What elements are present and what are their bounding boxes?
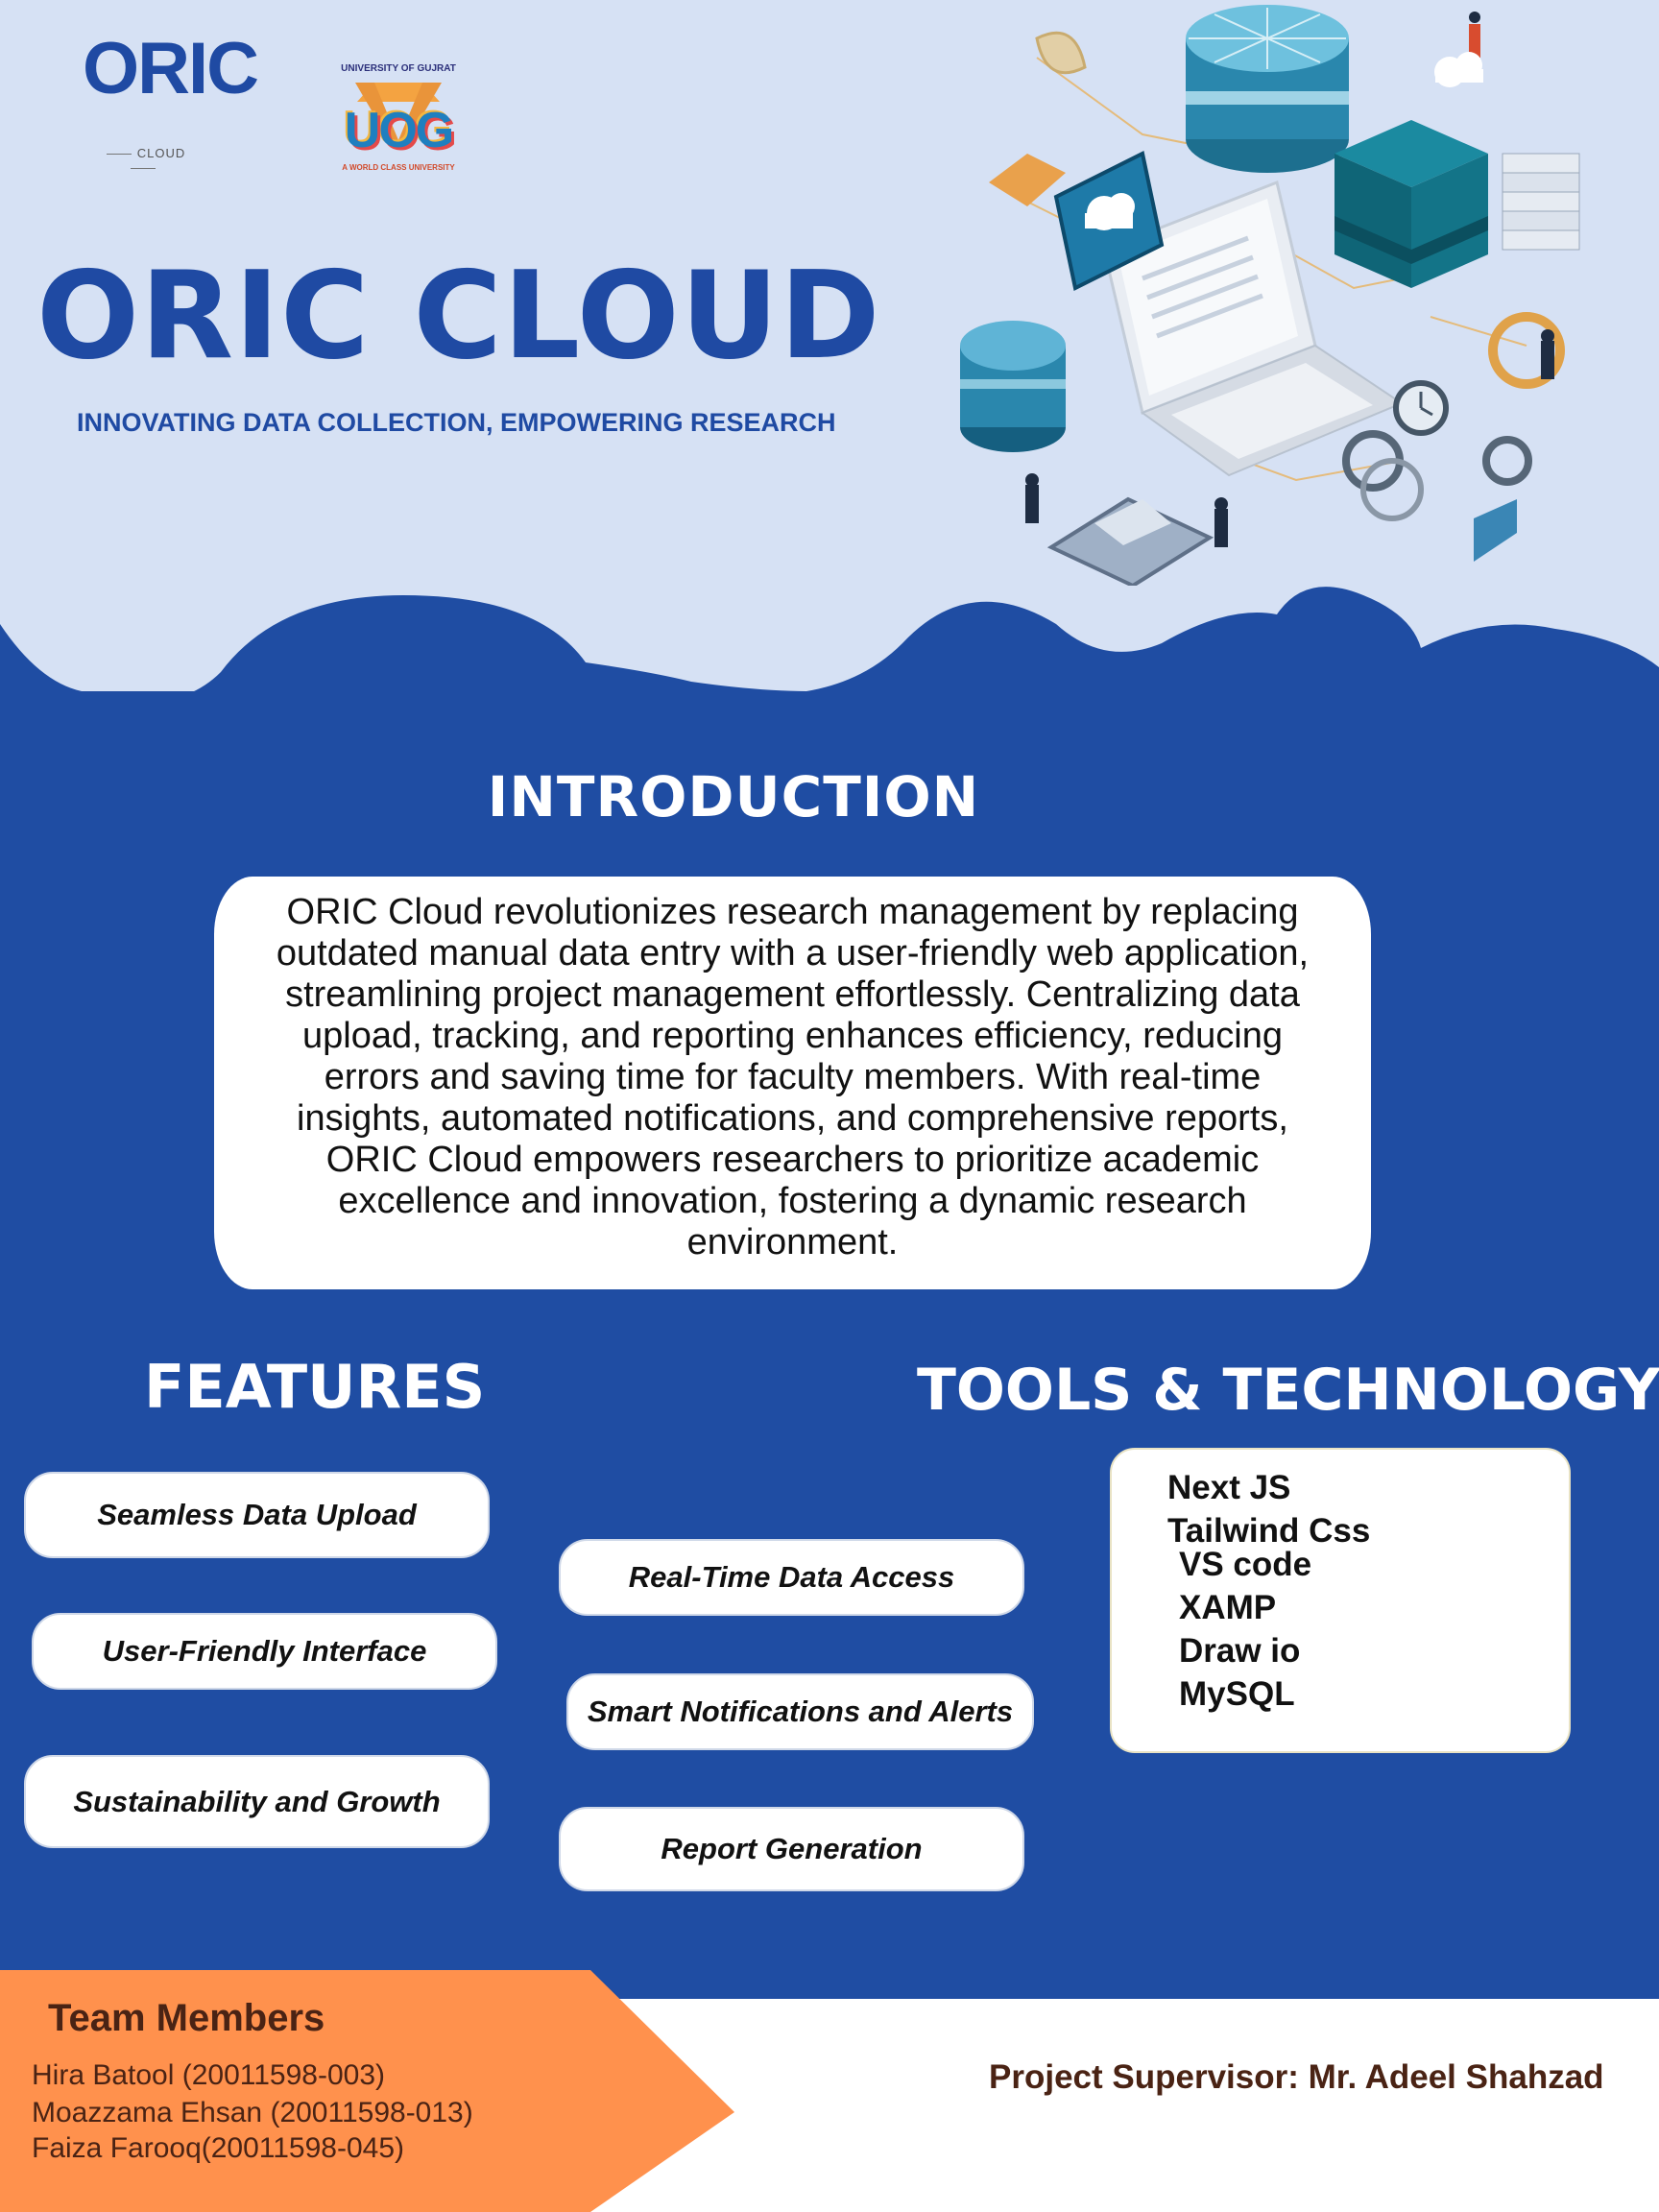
tools-box: Next JS Tailwind Css VS code XAMP Draw i… bbox=[1110, 1448, 1571, 1753]
monitor-cloud-icon bbox=[1053, 151, 1165, 291]
satellite-dish-icon bbox=[1035, 31, 1087, 75]
team-banner-shape bbox=[0, 1970, 734, 2212]
uog-logo-top: UNIVERSITY OF GUJRAT bbox=[341, 63, 456, 74]
gear-icon bbox=[1342, 312, 1565, 521]
tablet-icon bbox=[1046, 496, 1214, 586]
introduction-line: errors and saving time for faculty membe… bbox=[324, 1057, 1262, 1097]
feature-pill: Sustainability and Growth bbox=[24, 1755, 490, 1848]
team-members-title: Team Members bbox=[48, 1997, 325, 2039]
oric-logo: ORIC CLOUD bbox=[83, 33, 259, 167]
team-member: Hira Batool (20011598-003) bbox=[32, 2059, 386, 2091]
introduction-line: ORIC Cloud revolutionizes research manag… bbox=[286, 892, 1299, 932]
introduction-title: INTRODUCTION bbox=[487, 764, 980, 830]
uog-logo: UNIVERSITY OF GUJRAT UOG A WORLD CLASS U… bbox=[317, 63, 480, 177]
introduction-line: streamlining project management effortle… bbox=[285, 974, 1300, 1015]
people-figures-icon bbox=[1025, 12, 1554, 547]
storage-cylinder-icon bbox=[960, 321, 1066, 452]
oric-logo-mark: ORIC bbox=[83, 28, 259, 109]
feature-pill: Report Generation bbox=[559, 1807, 1024, 1891]
laptop-icon bbox=[1102, 180, 1405, 477]
introduction-line: insights, automated notifications, and c… bbox=[297, 1098, 1288, 1139]
folder-icon bbox=[989, 154, 1066, 206]
features-title: FEATURES bbox=[144, 1352, 486, 1422]
cloud-icon bbox=[1434, 52, 1483, 87]
team-member: Moazzama Ehsan (20011598-013) bbox=[32, 2097, 473, 2128]
oric-logo-sub: CLOUD bbox=[90, 146, 196, 175]
project-supervisor: Project Supervisor: Mr. Adeel Shahzad bbox=[989, 2058, 1604, 2096]
glass-panel-icon bbox=[1474, 499, 1517, 562]
feature-pill: Seamless Data Upload bbox=[24, 1472, 490, 1558]
main-title: ORIC CLOUD bbox=[36, 245, 881, 386]
introduction-box: ORIC Cloud revolutionizes research manag… bbox=[214, 877, 1371, 1289]
tool-item: VS code bbox=[1179, 1546, 1312, 1583]
database-cylinder-icon bbox=[1186, 5, 1349, 173]
introduction-line: excellence and innovation, fostering a d… bbox=[338, 1181, 1247, 1221]
uog-logo-letters: UOG bbox=[344, 103, 454, 158]
tool-item: Tailwind Css bbox=[1167, 1512, 1371, 1550]
feature-pill: Real-Time Data Access bbox=[559, 1539, 1024, 1616]
tool-item: MySQL bbox=[1179, 1675, 1295, 1713]
tools-title: TOOLS & TECHNOLOGY bbox=[917, 1357, 1659, 1424]
cloud-data-illustration bbox=[960, 5, 1580, 586]
introduction-line: environment. bbox=[686, 1222, 899, 1262]
uog-logo-emblem bbox=[355, 83, 442, 140]
team-member: Faiza Farooq(20011598-045) bbox=[32, 2132, 405, 2164]
feature-pill: User-Friendly Interface bbox=[32, 1613, 497, 1690]
documents-icon bbox=[1502, 153, 1580, 251]
feature-pill: Smart Notifications and Alerts bbox=[566, 1673, 1034, 1750]
tool-item: Draw io bbox=[1179, 1632, 1301, 1670]
tagline: INNOVATING DATA COLLECTION, EMPOWERING R… bbox=[77, 408, 836, 437]
introduction-line: ORIC Cloud empowers researchers to prior… bbox=[325, 1140, 1260, 1180]
clock-icon bbox=[1393, 380, 1449, 436]
tool-item: Next JS bbox=[1167, 1469, 1291, 1506]
server-cube-icon bbox=[1334, 120, 1488, 288]
uog-logo-bottom: A WORLD CLASS UNIVERSITY bbox=[342, 163, 455, 172]
introduction-line: upload, tracking, and reporting enhances… bbox=[301, 1016, 1284, 1056]
introduction-line: outdated manual data entry with a user-f… bbox=[276, 933, 1310, 974]
tool-item: XAMP bbox=[1179, 1589, 1277, 1626]
